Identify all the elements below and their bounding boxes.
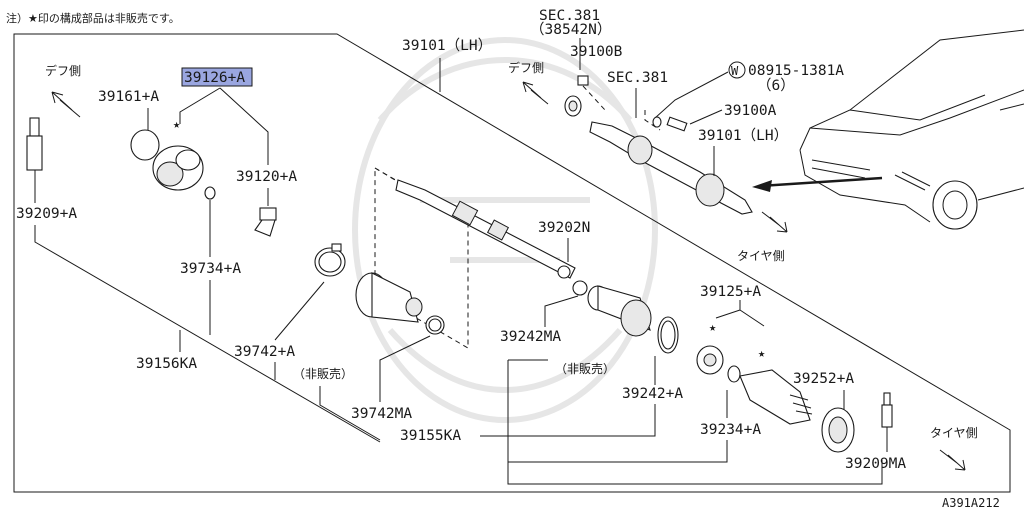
tire-side-arrow-lower: [939, 449, 966, 471]
star-39126a: ★: [173, 117, 180, 131]
part-39209a-damper[interactable]: [26, 117, 43, 171]
highlight-39126a[interactable]: [181, 67, 253, 87]
part-39242a-band[interactable]: [657, 316, 679, 354]
label-39209a[interactable]: 39209+A: [16, 206, 77, 222]
label-39161a[interactable]: 39161+A: [98, 89, 159, 105]
tire-side-label-upper: タイヤ側: [737, 249, 785, 263]
label-39242ma[interactable]: 39242MA: [500, 329, 561, 345]
diff-side-label-right: デフ側: [508, 60, 544, 75]
car-illustration: [799, 29, 1024, 230]
label-39202n[interactable]: 39202N: [538, 220, 590, 236]
note-text: 注）★印の構成部品は非販売です。: [6, 11, 180, 25]
label-sec381-b[interactable]: SEC.381: [607, 70, 668, 86]
label-39101-inset[interactable]: 39101（LH）: [698, 127, 788, 144]
part-39161a-cap[interactable]: [130, 129, 160, 161]
diagram-code: A391A212: [942, 496, 1000, 510]
leader-39242ma: [544, 295, 579, 327]
diagram-frame: [13, 33, 1011, 493]
leader-39209a-bottom: [34, 225, 381, 443]
diff-side-label-left: デフ側: [45, 63, 81, 78]
label-39120a[interactable]: 39120+A: [236, 169, 297, 185]
label-39156ka[interactable]: 39156KA: [136, 356, 197, 372]
label-sec381-a-sub: （38542N）: [530, 21, 611, 38]
part-outer-boot[interactable]: [587, 285, 652, 337]
inset-drive-shaft[interactable]: [589, 121, 753, 215]
part-39209ma-damper[interactable]: [881, 392, 893, 428]
not-sold-label-right: （非販売）: [555, 361, 615, 376]
leader-39155ka: [480, 359, 883, 485]
label-39126a[interactable]: 39126+A: [184, 70, 245, 86]
part-inner-boot[interactable]: [355, 272, 423, 323]
label-39101-top[interactable]: 39101（LH）: [402, 37, 492, 54]
diff-side-arrow-left: [51, 91, 81, 118]
tire-side-arrow-upper: [761, 211, 788, 233]
part-39100b-nut[interactable]: [577, 75, 589, 86]
label-sec381-a[interactable]: SEC.381: [539, 8, 600, 24]
inset-dash-2: [644, 110, 661, 131]
label-39742a[interactable]: 39742+A: [234, 344, 295, 360]
part-39126a-housing[interactable]: [152, 145, 204, 191]
svg-text:W: W: [731, 64, 739, 78]
leader-08915: [654, 71, 729, 119]
label-39734a[interactable]: 39734+A: [180, 261, 241, 277]
part-39120a-clip[interactable]: [254, 207, 277, 237]
inset-dash-1: [582, 85, 606, 111]
car-pointer-arrow: [752, 176, 883, 192]
watermark: [352, 37, 658, 423]
part-39100a-bolt[interactable]: [666, 116, 688, 132]
leader-boot-bottom: [319, 386, 381, 441]
part-39202n-drive-shaft[interactable]: [395, 179, 576, 279]
leader-39126a: [179, 87, 269, 165]
diff-side-arrow-right: [522, 81, 549, 105]
leader-39125a: [715, 300, 765, 327]
part-39734a-snap-ring[interactable]: [204, 186, 216, 200]
label-39742ma[interactable]: 39742MA: [351, 406, 412, 422]
label-39100a[interactable]: 39100A: [724, 103, 777, 119]
label-39209ma[interactable]: 39209MA: [845, 456, 906, 472]
leader-39742ma: [379, 335, 431, 402]
part-39125a-joint[interactable]: [696, 345, 741, 383]
part-39125a-outer-joint[interactable]: [739, 369, 813, 425]
star-39125a-right: ★: [758, 346, 765, 360]
part-39742a-boot-band[interactable]: [314, 243, 346, 277]
label-39252a[interactable]: 39252+A: [793, 371, 854, 387]
label-39234a[interactable]: 39234+A: [700, 422, 761, 438]
part-39242ma-band[interactable]: [572, 280, 588, 296]
label-39100b[interactable]: 39100B: [570, 44, 623, 60]
label-39125a[interactable]: 39125+A: [700, 284, 761, 300]
label-08915[interactable]: 08915-1381A: [748, 63, 844, 79]
part-08915-washer[interactable]: [652, 116, 662, 128]
leader-39742a: [274, 281, 325, 380]
part-38542n-seal[interactable]: [564, 95, 582, 117]
label-39242a[interactable]: 39242+A: [622, 386, 683, 402]
part-39252a-seal[interactable]: [821, 407, 855, 453]
w-symbol-badge: W: [728, 61, 746, 79]
not-sold-label-left: （非販売）: [293, 366, 353, 381]
shaft-dash-top: [374, 167, 396, 181]
label-39155ka[interactable]: 39155KA: [400, 428, 461, 444]
leader-39100a: [689, 109, 723, 125]
tire-side-label-lower: タイヤ側: [930, 426, 978, 440]
label-08915-qty: （6）: [757, 77, 795, 94]
part-39742ma-small-band[interactable]: [425, 315, 445, 335]
star-39125a-left: ★: [709, 320, 716, 334]
